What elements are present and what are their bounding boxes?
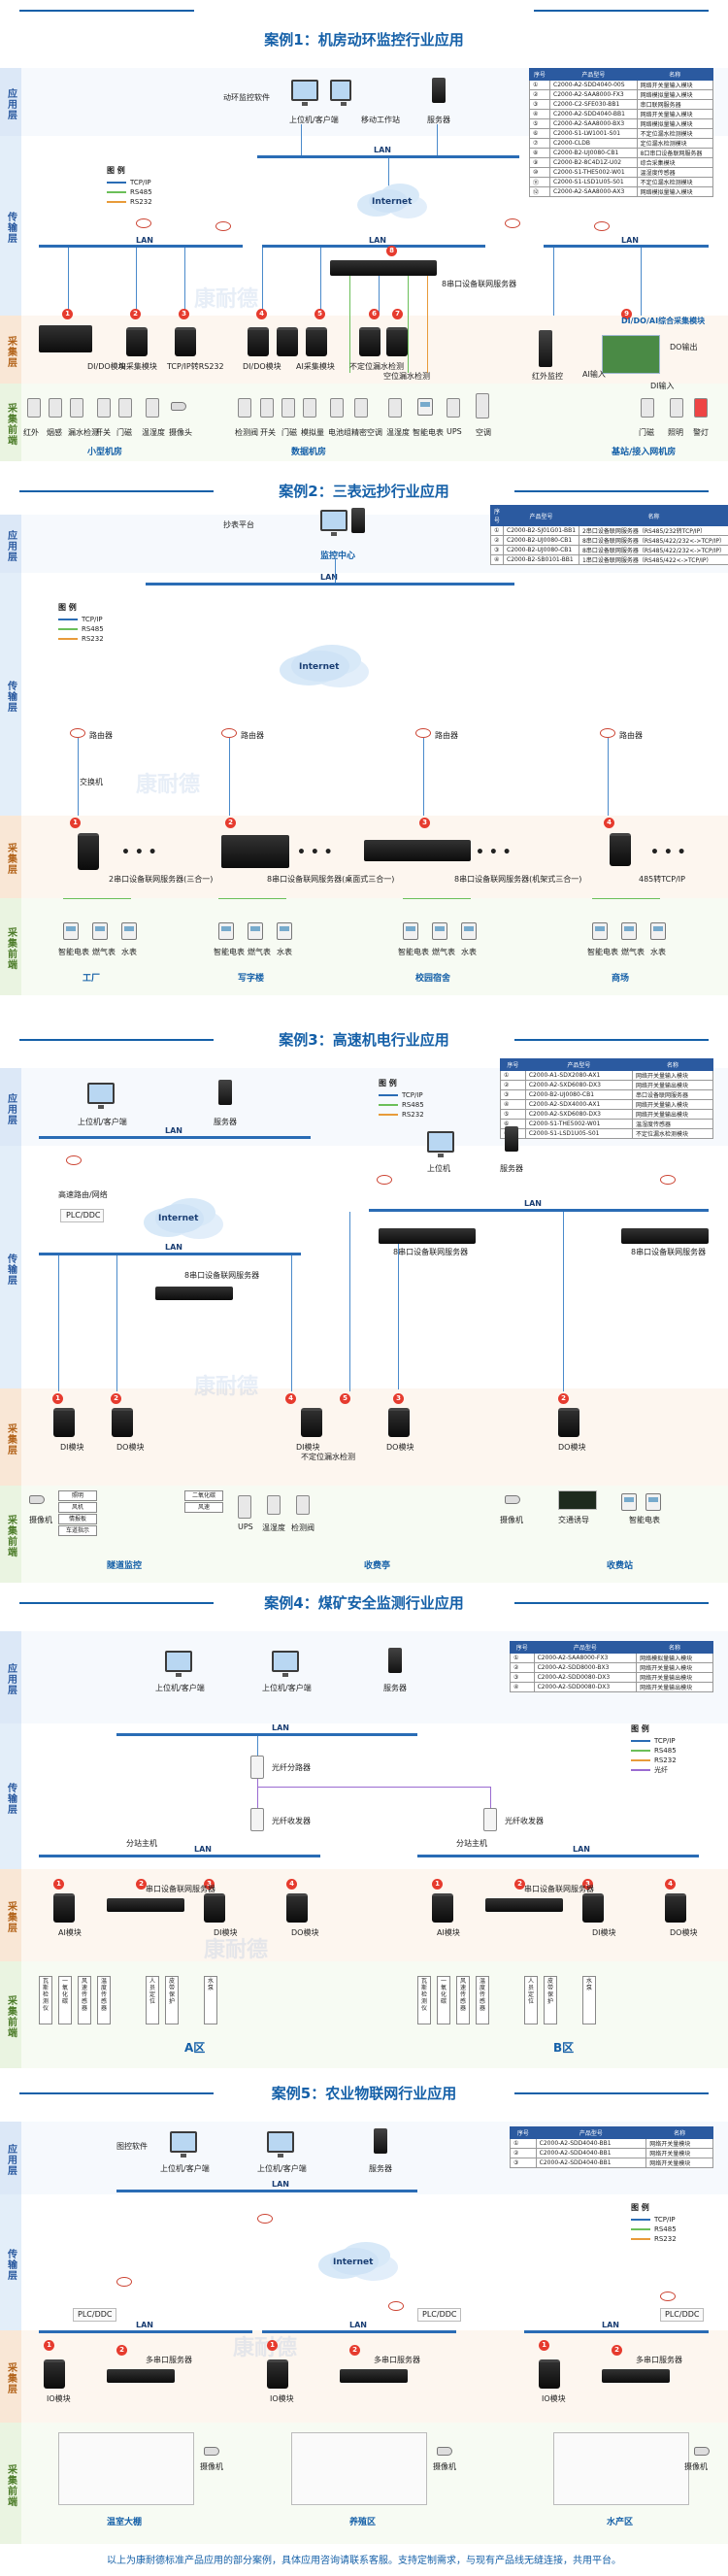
device-icon bbox=[27, 398, 41, 418]
group-base-station: 基站/接入网机房 bbox=[612, 448, 677, 457]
title-rule-right bbox=[534, 10, 709, 12]
greenhouse-device-grid bbox=[58, 2432, 194, 2505]
legend: 图 例 TCP/IP RS485 RS232 bbox=[107, 165, 152, 207]
di-do-module bbox=[39, 325, 92, 352]
layer-app: 应用层 bbox=[0, 68, 21, 136]
layer-collect: 采集层 bbox=[0, 316, 21, 384]
router-icon bbox=[215, 221, 231, 231]
watermark: 康耐德 bbox=[194, 287, 259, 312]
title-rule-left bbox=[19, 10, 194, 12]
case5-title: 案例5：农业物联网行业应用 bbox=[271, 2085, 457, 2102]
router-icon bbox=[136, 218, 151, 228]
label-8-port-server: 8串口设备联网服务器 bbox=[442, 280, 517, 288]
di-do-module bbox=[248, 327, 269, 356]
serial-server-rack bbox=[330, 260, 437, 276]
internet-label: Internet bbox=[372, 197, 413, 207]
legend-title: 图 例 bbox=[107, 166, 125, 175]
server-icon bbox=[432, 78, 446, 103]
lan-line bbox=[257, 155, 519, 158]
legend: 图 例 TCP/IP RS485 RS232 bbox=[58, 603, 104, 643]
tcp-rs232-module bbox=[175, 327, 196, 356]
th-name: 名称 bbox=[636, 68, 714, 81]
label-monitor-center: 监控中心 bbox=[320, 552, 356, 561]
label-combo-module: DI/DO/AI综合采集模块 bbox=[621, 317, 706, 325]
marker-8: 8 bbox=[386, 246, 397, 256]
case3-title: 案例3：高速机电行业应用 bbox=[279, 1031, 449, 1049]
lan-label: LAN bbox=[374, 146, 391, 154]
label-host: 上位机/客户端 bbox=[289, 116, 339, 124]
ai-module bbox=[126, 327, 148, 356]
case4-title: 案例4：煤矿安全监测行业应用 bbox=[264, 1594, 464, 1612]
farm-device-grid bbox=[291, 2432, 427, 2505]
ai-module bbox=[306, 327, 327, 356]
th-no: 序号 bbox=[528, 68, 551, 81]
legend-rs485: RS485 bbox=[107, 187, 152, 197]
footer-note: 以上为康耐德标准产品应用的部分案例，具体应用咨询请联系客服。支持定制需求，与现有… bbox=[107, 2556, 621, 2566]
aquaculture-device-grid bbox=[553, 2432, 689, 2505]
combo-module-board bbox=[602, 335, 660, 374]
camera-icon bbox=[171, 402, 186, 411]
leak-detect-module bbox=[386, 327, 408, 356]
band-front bbox=[21, 384, 728, 461]
label-server: 服务器 bbox=[427, 116, 450, 124]
group-small-room: 小型机房 bbox=[87, 448, 123, 457]
router-icon bbox=[594, 221, 610, 231]
layer-front: 采集前端 bbox=[0, 384, 21, 461]
legend-tcpip: TCP/IP bbox=[107, 178, 152, 187]
label-mobile-station: 移动工作站 bbox=[361, 116, 400, 124]
case2-title: 案例2：三表远抄行业应用 bbox=[279, 483, 449, 500]
layer-trans: 传输层 bbox=[0, 136, 21, 316]
laptop-icon bbox=[330, 80, 351, 106]
case1-title: 案例1：机房动环监控行业应用 bbox=[264, 31, 464, 49]
ir-monitor-cabinet bbox=[539, 330, 552, 367]
leak-detect-module bbox=[359, 327, 381, 356]
router-icon bbox=[505, 218, 520, 228]
computer-icon bbox=[291, 80, 318, 106]
legend-rs232: RS232 bbox=[107, 197, 152, 207]
th-model: 产品型号 bbox=[549, 68, 638, 81]
internet-cloud bbox=[369, 189, 408, 213]
label-monitor-software: 动环监控软件 bbox=[223, 93, 270, 102]
group-data-room: 数据机房 bbox=[291, 448, 327, 457]
di-do-module bbox=[277, 327, 298, 356]
